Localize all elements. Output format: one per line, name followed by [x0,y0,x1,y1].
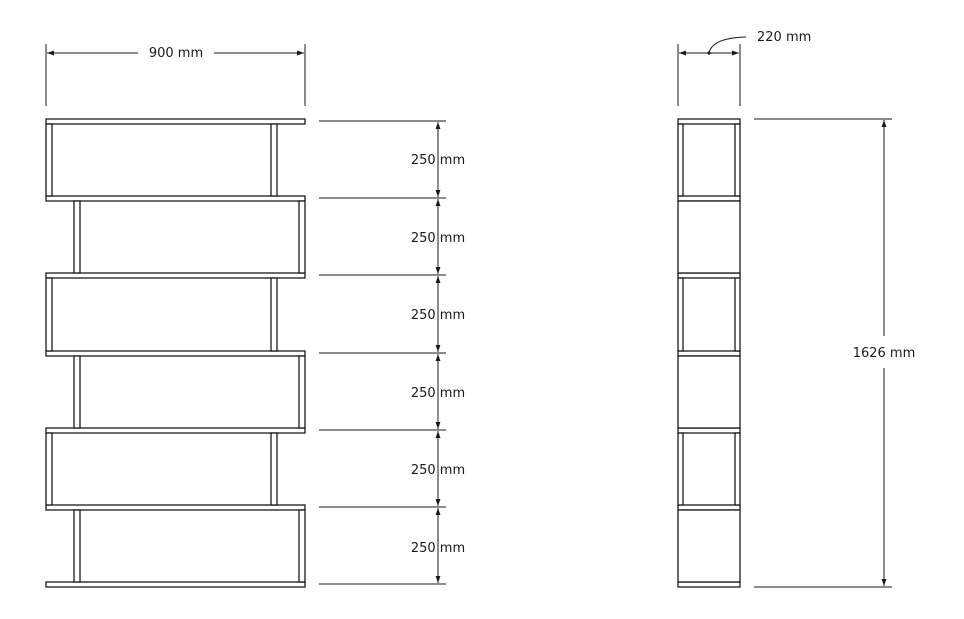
side-panel-front-1 [677,123,684,197]
shelf-board-5 [45,427,306,434]
side-panel-right-3 [270,277,278,352]
side-shelf-edge-3 [677,272,741,279]
side-panel-right-2 [298,200,306,274]
depth-leader-dot [707,51,711,55]
side-panel-back-5 [734,432,741,506]
side-panel-front-3 [677,277,684,352]
front-view: 900 mm [45,44,465,588]
height-label: 1626 mm [853,346,916,361]
side-panels [677,123,741,583]
spacing-label-5: 250 mm [411,463,465,478]
depth-leader-line [708,36,747,54]
depth-dimension: 220 mm [677,30,811,106]
width-dimension: 900 mm [45,44,306,106]
shelf-board-1 [45,118,306,125]
shelf-board-3 [45,272,306,279]
side-shelf-edge-7 [677,581,741,588]
spacing-label-1: 250 mm [411,153,465,168]
shelf-board-2 [45,195,306,202]
spacing-label-6: 250 mm [411,541,465,556]
side-panel-full-2 [677,200,741,274]
shelf-board-4 [45,350,306,357]
side-panel-front-5 [677,432,684,506]
side-panel-left-1 [45,123,53,197]
side-panel-back-1 [734,123,741,197]
side-panel-left-3 [45,277,53,352]
side-shelf-edge-5 [677,427,741,434]
shelf-board-6 [45,504,306,511]
side-shelf-edge-6 [677,504,741,511]
side-panel-right-1 [270,123,278,197]
shelf-boards [45,118,306,588]
side-panel-right-5 [270,432,278,506]
side-shelf-edge-2 [677,195,741,202]
vertical-panels [45,123,306,583]
side-panel-left-5 [45,432,53,506]
side-panel-left-6 [73,509,81,583]
side-panel-full-6 [677,509,741,583]
side-shelf-edge-1 [677,118,741,125]
spacing-extension-lines [319,120,446,585]
spacing-dimensions: 250 mm 250 mm 250 mm 250 mm 250 mm 250 m… [411,122,465,583]
side-view: 220 mm [677,30,916,588]
spacing-label-4: 250 mm [411,386,465,401]
side-panel-right-4 [298,355,306,429]
spacing-label-2: 250 mm [411,231,465,246]
side-panel-back-3 [734,277,741,352]
depth-label: 220 mm [757,30,811,45]
spacing-label-3: 250 mm [411,308,465,323]
side-panel-right-6 [298,509,306,583]
side-shelf-edge-4 [677,350,741,357]
width-label: 900 mm [149,46,203,61]
side-shelf-edges [677,118,741,588]
side-panel-full-4 [677,355,741,429]
side-panel-left-2 [73,200,81,274]
shelf-board-7 [45,581,306,588]
side-panel-left-4 [73,355,81,429]
height-dimension: 1626 mm [754,118,916,588]
